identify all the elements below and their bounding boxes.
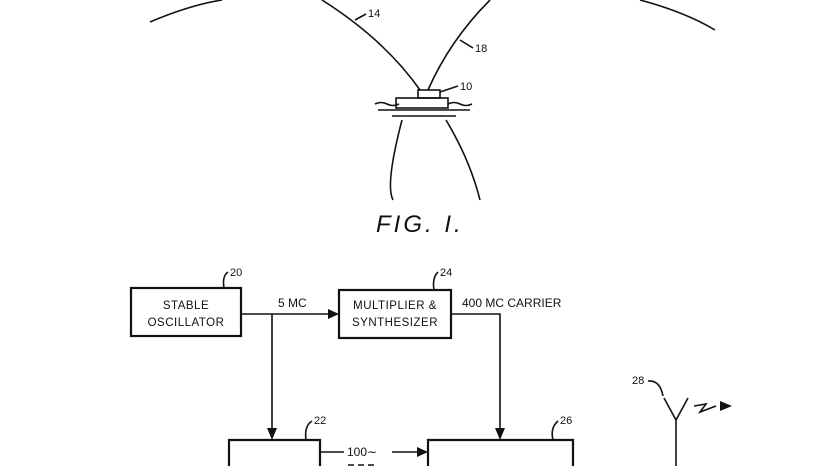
- leader-24: [432, 271, 439, 291]
- leader-22: [304, 420, 313, 441]
- label-100-bg: [344, 443, 392, 459]
- line-carrier: [451, 313, 501, 432]
- orbit-arc-outer-right: [639, 0, 716, 31]
- antenna-28: [663, 397, 732, 466]
- arrow-to-26-100: [417, 447, 428, 457]
- multiplier-line1: MULTIPLIER &: [353, 300, 437, 312]
- leader-26: [551, 420, 559, 441]
- block-22: [227, 438, 322, 466]
- multiplier-synthesizer-box: [337, 288, 453, 340]
- ref-26: 26: [560, 415, 572, 427]
- orbit-arc-18: [427, 0, 491, 91]
- stable-oscillator-box: [129, 286, 243, 338]
- ship-10: [374, 89, 473, 117]
- label-100: 100∼: [347, 445, 377, 459]
- leader-14: [354, 13, 367, 21]
- multiplier-line2: SYNTHESIZER: [352, 317, 438, 329]
- leader-20: [222, 271, 229, 289]
- orbit-arc-14: [321, 0, 421, 91]
- label-5mc: 5 MC: [278, 296, 307, 310]
- block-26: [426, 438, 575, 466]
- ref-18: 18: [475, 43, 487, 55]
- lower-arc-left: [389, 119, 403, 201]
- figure-caption: FIG. I.: [376, 211, 464, 238]
- leader-10: [439, 85, 459, 93]
- ref-22: 22: [314, 415, 326, 427]
- ref-24: 24: [440, 267, 452, 279]
- ref-10: 10: [460, 81, 472, 93]
- ref-14: 14: [368, 8, 380, 20]
- arrow-to-22: [267, 428, 277, 440]
- lower-arc-right: [445, 119, 481, 201]
- ref-28: 28: [632, 375, 644, 387]
- ref-20: 20: [230, 267, 242, 279]
- arrow-to-26: [495, 428, 505, 440]
- leader-28: [647, 380, 664, 397]
- orbit-arc-outer-left: [149, 0, 223, 23]
- label-carrier: 400 MC CARRIER: [462, 296, 562, 310]
- arrow-to-multiplier: [328, 309, 339, 319]
- oscillator-line1: STABLE: [163, 300, 209, 312]
- leader-18: [459, 39, 474, 49]
- oscillator-line2: OSCILLATOR: [148, 317, 225, 329]
